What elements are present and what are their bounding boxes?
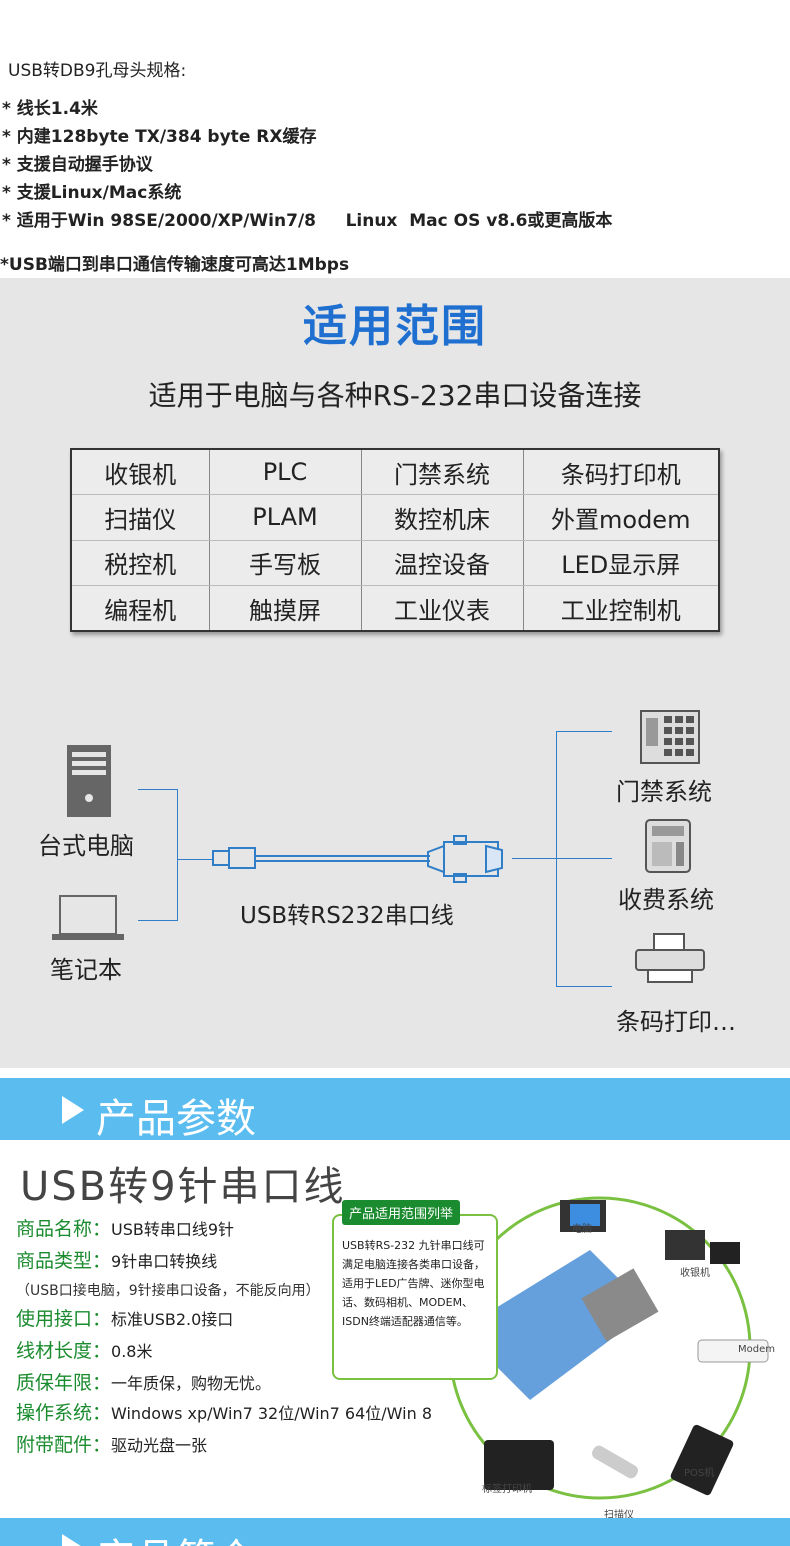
params-section: USB转9针串口线 商品名称：USB转串口线9针 商品类型：9针串口转换线 （U… [0,1140,790,1521]
table-row: 税控机 手写板 温控设备 LED显示屏 [71,540,719,586]
fee-terminal-icon [645,819,691,873]
laptop-label: 笔记本 [50,956,122,984]
product-title: USB转9针串口线 [20,1164,346,1210]
desktop-label: 台式电脑 [38,832,134,860]
param-key: 使用接口： [16,1308,112,1330]
table-cell: 数控机床 [361,494,524,541]
spec-speed: *USB端口到串口通信传输速度可高达1Mbps [0,255,350,275]
table-cell: LED显示屏 [523,540,719,586]
barcode-printer-icon [635,933,705,983]
spec-item: * 内建128byte TX/384 byte RX缓存 [2,127,317,147]
spec-list: * 线长1.4米 * 内建128byte TX/384 byte RX缓存 * … [2,95,612,235]
device-label-printer: 标签打印机 [482,1484,532,1495]
table-cell: 工业控制机 [560,596,681,625]
param-row: 商品名称：USB转串口线9针 [16,1214,234,1241]
scope-title: 适用范围 [303,301,487,352]
fee-system-label: 收费系统 [618,886,714,914]
param-value: 一年质保，购物无忧。 [111,1374,272,1393]
connector-line [556,986,612,987]
desktop-tower-icon [67,745,111,817]
param-row: 附带配件：驱动光盘一张 [16,1430,207,1457]
param-key: 商品名称： [16,1218,112,1240]
connector-line [177,789,178,921]
table-cell: 手写板 [209,540,362,586]
param-key: 线材长度： [16,1340,112,1362]
params-banner: 产品参数 [0,1078,790,1142]
intro-banner-title: 产品简介 [96,1526,256,1546]
param-row: 商品类型：9针串口转换线 [16,1246,217,1273]
connector-line [556,731,612,732]
param-value: 0.8米 [111,1342,153,1361]
table-cell: 条码打印机 [523,449,719,495]
device-label-cashier: 收银机 [680,1268,710,1279]
scope-section: 适用范围 适用于电脑与各种RS-232串口设备连接 收银机 PLC 门禁系统 条… [0,278,790,1068]
param-row: 线材长度：0.8米 [16,1336,152,1363]
scope-list-header: 产品适用范围列举 [342,1200,461,1225]
param-value: 标准USB2.0接口 [111,1310,234,1329]
param-note: （USB口接电脑，9针接串口设备，不能反向用） [16,1283,320,1299]
param-key: 商品类型： [16,1250,112,1272]
table-cell: PLC [209,449,362,495]
usb-cable-icon [212,835,503,883]
device-label-scanner: 扫描仪 [604,1510,634,1521]
spec-item: * 支援自动握手协议 [2,155,153,175]
table-cell: 扫描仪 [71,494,210,541]
table-row: 收银机 PLC 门禁系统 条码打印机 [71,449,719,495]
param-key: 质保年限： [16,1372,112,1394]
param-row: 操作系统：Windows xp/Win7 32位/Win7 64位/Win 8 [16,1398,432,1425]
spec-heading: USB转DB9孔母头规格: [8,61,187,81]
connector-line [512,858,556,859]
spec-section: USB转DB9孔母头规格: * 线长1.4米 * 内建128byte TX/38… [0,0,790,278]
intro-banner: 产品简介 [0,1518,790,1546]
table-cell: 编程机 [71,585,210,631]
param-value: 驱动光盘一张 [111,1436,208,1455]
table-cell: 温控设备 [361,540,524,586]
param-key: 操作系统： [16,1402,112,1424]
table-row: 扫描仪 PLAM 数控机床 外置modem [71,494,719,541]
connector-line [138,920,178,921]
table-cell: 触摸屏 [209,585,362,631]
access-keypad-icon [640,710,700,764]
scope-list-body: USB转RS-232 九针串口线可满足电脑连接各类串口设备，适用于LED广告牌、… [342,1239,485,1328]
table-cell: 税控机 [71,540,210,586]
scope-list-box: 产品适用范围列举 USB转RS-232 九针串口线可满足电脑连接各类串口设备，适… [332,1200,498,1380]
connector-line [556,731,557,987]
scope-subtitle: 适用于电脑与各种RS-232串口设备连接 [148,379,642,412]
table-cell: 门禁系统 [361,449,524,495]
param-row: 质保年限：一年质保，购物无忧。 [16,1368,271,1395]
play-triangle-icon [62,1096,84,1124]
spec-item: * 适用于Win 98SE/2000/XP/Win7/8 Linux Mac O… [2,211,613,231]
cable-label: USB转RS232串口线 [240,903,454,929]
device-label-pc: 电脑 [572,1224,592,1235]
table-row: 编程机 触摸屏 工业仪表 工业控制机 [71,585,719,631]
laptop-icon [52,895,124,940]
param-value: 9针串口转换线 [111,1252,218,1271]
barcode-printer-label: 条码打印… [616,1008,736,1036]
play-triangle-icon [62,1534,84,1546]
params-banner-title: 产品参数 [96,1096,256,1142]
table-cell: 工业仪表 [361,585,524,631]
connector-line [138,789,178,790]
table-cell: 收银机 [71,449,210,495]
table-cell: PLAM [209,494,362,541]
param-key: 附带配件： [16,1434,112,1456]
device-label-pos: POS机 [684,1468,715,1479]
param-row: 使用接口：标准USB2.0接口 [16,1304,233,1331]
param-value: Windows xp/Win7 32位/Win7 64位/Win 8 [111,1404,433,1423]
connector-line [556,858,612,859]
connector-line [177,859,213,860]
spec-item: * 支援Linux/Mac系统 [2,183,182,203]
param-value: USB转串口线9针 [111,1220,235,1239]
device-label-modem: Modem [738,1344,775,1355]
access-system-label: 门禁系统 [616,778,712,806]
table-cell: 外置modem [523,494,719,541]
spec-item: * 线长1.4米 [2,99,98,119]
device-table: 收银机 PLC 门禁系统 条码打印机 扫描仪 PLAM 数控机床 外置modem… [70,448,720,632]
